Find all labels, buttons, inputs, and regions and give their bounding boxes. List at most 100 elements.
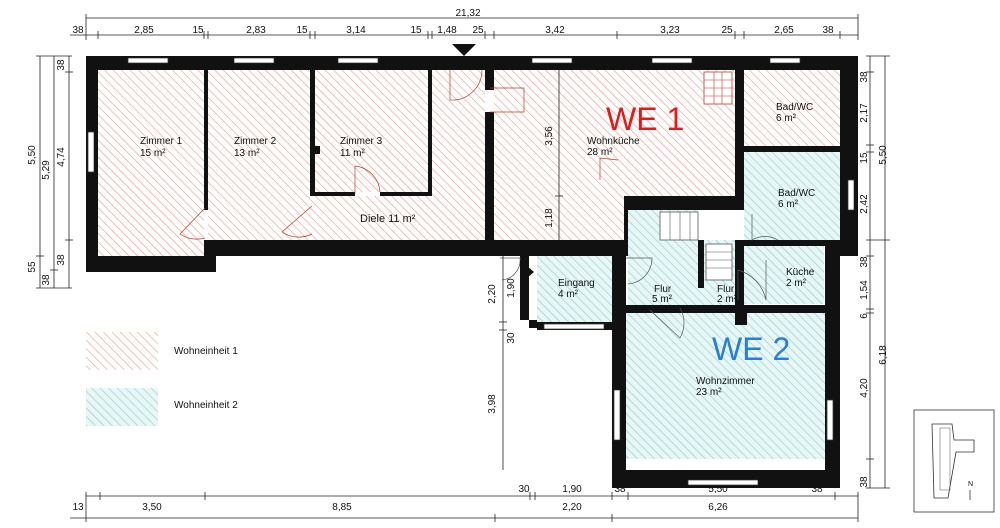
stairs [659, 71, 733, 281]
dim-label: 3,50 [142, 502, 162, 513]
windows [87, 57, 855, 486]
room-name: Küche [786, 267, 815, 278]
room-area: 28 m² [587, 147, 613, 158]
dim-label: 3,56 [544, 126, 555, 146]
room-name: Bad/WC [778, 188, 815, 199]
dim-label: 1,18 [544, 208, 555, 228]
dim-label: 38 [811, 484, 823, 495]
dim-label: 3,23 [660, 25, 680, 36]
dim-label: 1,90 [562, 484, 582, 495]
room-diele-fill [208, 70, 485, 240]
room-kueche-fill [744, 246, 824, 304]
dim-label: 30 [518, 484, 530, 495]
dim-label: 2,85 [134, 25, 154, 36]
dim-label: 1,90 [506, 278, 517, 298]
unit1-label: WE 1 [606, 101, 684, 137]
room-name: Eingang [558, 278, 595, 289]
legend: Wohneinheit 1 Wohneinheit 2 [86, 332, 238, 426]
dim-label: 55 [27, 261, 38, 273]
room-area: 2 m² [786, 278, 807, 289]
dim-label: 3,14 [346, 25, 366, 36]
interior-dimension-lines [499, 70, 563, 470]
room-zimmer1-fill [98, 70, 204, 256]
room-area: 5 m² [652, 294, 673, 305]
site-plan-inset: N [913, 409, 995, 513]
room-name: Zimmer 3 [340, 136, 383, 147]
dim-label: 2,83 [246, 25, 266, 36]
room-zimmer3-fill [315, 70, 428, 192]
bottom-dimension-lines [70, 492, 859, 522]
bottom-dimension-labels: 13 3,50 30 1,90 38 5,50 38 8,85 2,20 6,2… [72, 484, 823, 513]
room-name: Zimmer 1 [140, 136, 183, 147]
dim-label: 38 [614, 484, 626, 495]
dim-label: 8,85 [332, 502, 352, 513]
room-badwc2-fill [744, 152, 840, 240]
dim-label: 25 [721, 25, 733, 36]
dim-label: 6 [859, 313, 870, 319]
dim-label: 4,74 [56, 147, 67, 167]
room-badwc1-fill [744, 70, 840, 146]
dim-label: 13 [72, 502, 84, 513]
dim-label: 15 [192, 25, 204, 36]
dim-label: 3,98 [487, 394, 498, 414]
entrance-marker-icon [452, 44, 476, 56]
room-name: Flur [654, 284, 672, 295]
room-area: 11 m² [340, 148, 365, 159]
dim-label: 38 [41, 274, 52, 286]
left-dimension-labels: 5,50 55 5,29 38 38 4,74 38 [27, 59, 67, 286]
room-labels: Zimmer 1 15 m² Zimmer 2 13 m² Zimmer 3 1… [140, 102, 815, 398]
dim-label: 1,54 [859, 280, 870, 300]
compass-label: N [968, 481, 973, 488]
dim-label: 30 [506, 332, 517, 344]
left-dimension-lines [36, 55, 73, 289]
dim-label: 5,50 [878, 145, 889, 165]
room-area: 15 m² [140, 148, 166, 159]
entrance-marker-icon [520, 260, 534, 284]
room-name: Flur [717, 284, 735, 295]
dim-label: 38 [72, 25, 84, 36]
right-dimension-lines [866, 55, 890, 489]
dim-label: 5,50 [27, 145, 38, 165]
top-dimension-labels: 38 2,85 15 2,83 15 3,14 15 1,48 25 3,42 … [72, 25, 834, 36]
room-name: Wohnzimmer [696, 376, 755, 387]
right-dimension-labels: 38 2,17 15 2,42 38 1,54 6 4,20 38 5,50 6… [859, 71, 889, 488]
room-area: 13 m² [234, 148, 260, 159]
dim-label: 4,20 [859, 378, 870, 398]
dim-label: 6,26 [708, 502, 728, 513]
room-name: Bad/WC [776, 102, 813, 113]
unit1-area [98, 70, 840, 256]
room-name: Diele 11 m² [360, 213, 416, 225]
dim-label: 15 [410, 25, 422, 36]
dim-label: 2,20 [487, 284, 498, 304]
top-dimension-lines [70, 14, 859, 40]
dim-label: 2,20 [562, 502, 582, 513]
legend-swatch-unit1 [86, 332, 158, 370]
dim-label: 6,18 [878, 345, 889, 365]
doors [179, 69, 779, 339]
dim-label: 38 [822, 25, 834, 36]
dim-top-total: 21,32 [455, 8, 480, 19]
dim-label: 2,17 [859, 103, 870, 123]
dim-label: 1,48 [437, 25, 457, 36]
room-area: 4 m² [558, 289, 579, 300]
room-wohnkueche-fill [494, 70, 735, 240]
dim-label: 38 [56, 59, 67, 71]
room-area: 6 m² [776, 113, 797, 124]
dim-label: 2,65 [774, 25, 794, 36]
dim-label: 5,50 [708, 484, 728, 495]
dim-label: 3,42 [545, 25, 565, 36]
dim-label: 38 [56, 254, 67, 266]
dim-label: 38 [859, 256, 870, 268]
dim-label: 2,42 [859, 194, 870, 214]
dim-label: 38 [859, 71, 870, 83]
room-name: Zimmer 2 [234, 136, 277, 147]
legend-label-unit2: Wohneinheit 2 [174, 400, 238, 411]
unit2-label: WE 2 [712, 331, 790, 367]
room-area: 23 m² [696, 387, 722, 398]
room-wohnzimmer-fill [626, 313, 825, 459]
legend-label-unit1: Wohneinheit 1 [174, 346, 238, 357]
room-eingang-fill [537, 256, 612, 322]
interior-dimension-labels: 3,56 1,18 1,90 30 2,20 3,98 [487, 126, 555, 414]
room-area: 6 m² [778, 199, 799, 210]
